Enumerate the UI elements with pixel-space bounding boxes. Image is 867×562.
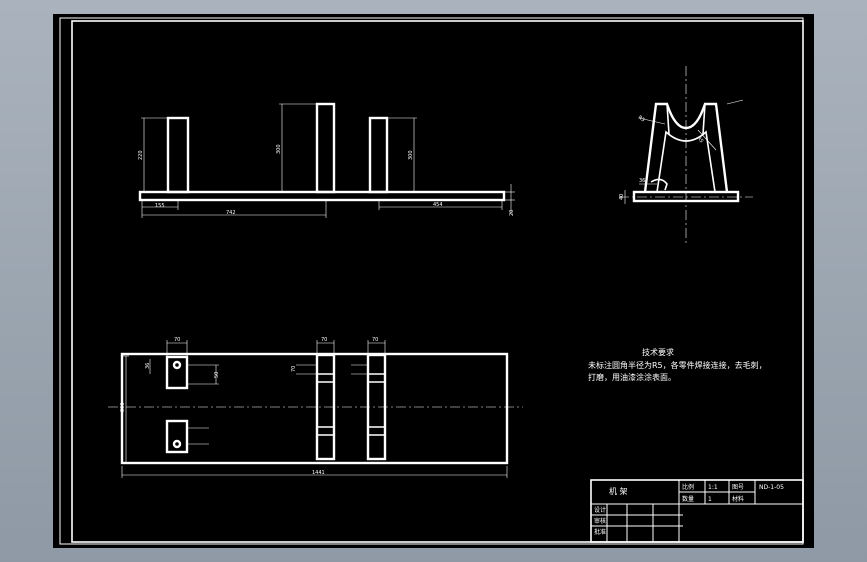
tech-notes-line1: 未标注圆角半径为R5，各零件焊接连接，去毛刺， [588,360,767,370]
bolt-hole-top [172,360,182,370]
dim-top3: 70 [372,337,378,343]
dim-c: 70 [291,366,297,372]
tb-material-label: 材料 [732,495,744,503]
dim-h1: 220 [138,150,144,160]
outer-border [59,17,804,545]
dim-w3: 454 [433,202,443,208]
tb-qty-label: 数量 [682,495,694,503]
tech-notes-title: 技术要求 [642,347,674,357]
dim-h2: 300 [276,144,282,154]
tech-notes: 技术要求 未标注圆角半径为R5，各零件焊接连接，去毛刺， 打磨，用油漆涂涂表面。 [588,347,767,382]
bolt-block-top [165,355,189,390]
tb-drawing-no-label: 图号 [732,484,744,491]
tb-ratio-value: 1:1 [708,484,718,491]
tb-drawing-no-value: ND-1-05 [759,484,784,491]
tb-qty-value: 1 [708,496,712,503]
plan-outline [120,352,509,465]
plan-view: 300 1441 70 70 70 36 50 70 [108,337,523,478]
tb-check: 审核 [594,517,606,525]
tb-ratio-label: 比例 [682,483,694,491]
inner-border [71,20,804,543]
dim-w2: 742 [226,210,236,216]
dim-w1: 155 [155,203,165,209]
cad-viewport[interactable]: 220 300 300 155 742 454 20 [53,14,814,548]
dim-t: 20 [509,210,515,216]
dim-small: 36 [639,178,645,184]
upright-footprint-1 [315,353,336,461]
title-block: 机 架 比例 1:1 数量 1 图号 ND-1-05 材料 设计 审核 批准 [590,479,804,543]
dim-side: 40 [619,194,625,200]
dim-r1: R5 [637,115,646,124]
upright-left [166,116,190,194]
dim-top2: 70 [321,337,327,343]
dim-b: 50 [214,372,220,378]
upright-footprint-2 [366,353,387,461]
bolt-block-bottom [165,419,189,454]
dim-plan-length: 1441 [312,470,325,476]
tb-design: 设计 [594,506,606,514]
title-part-name: 机 架 [609,486,628,496]
tb-approve: 批准 [594,528,606,536]
dim-a: 36 [145,363,151,369]
dim-top1: 70 [174,337,180,343]
upright-middle [315,102,336,194]
bolt-hole-bottom [172,439,182,449]
side-view: R5 R5 36 40 [619,66,753,246]
drawing-canvas: 220 300 300 155 742 454 20 [59,17,804,545]
upright-right [368,116,389,194]
dim-h3: 300 [408,150,414,160]
dim-plan-height: 300 [120,402,126,412]
tech-notes-line2: 打磨，用油漆涂涂表面。 [588,372,676,382]
dim-r2: R5 [695,135,704,144]
front-view: 220 300 300 155 742 454 20 [138,102,515,218]
